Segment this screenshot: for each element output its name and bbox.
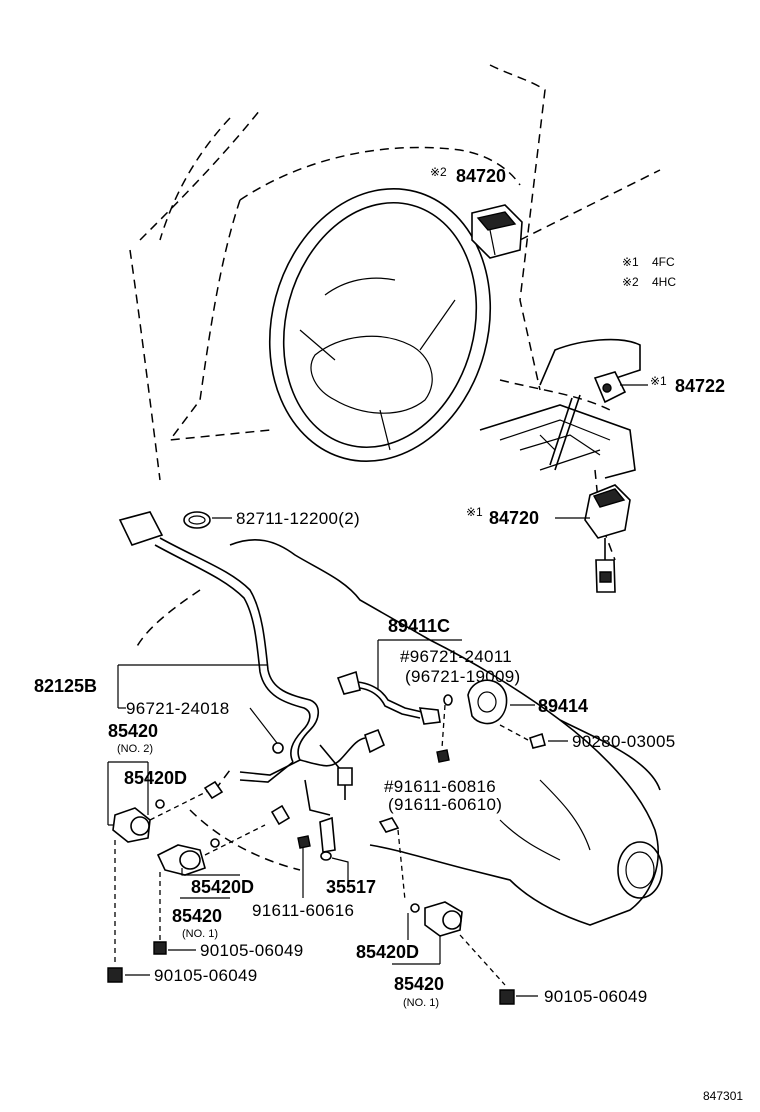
- part-label-35517: 35517: [326, 877, 376, 897]
- note-2-mark: ※2: [622, 275, 639, 289]
- part-sub-85420-no1-right: (NO. 1): [403, 997, 439, 1009]
- part-label-96721-24018: 96721-24018: [126, 699, 230, 718]
- note-2-text: 4HC: [652, 275, 676, 289]
- part-label-85420d-a: 85420D: [124, 768, 187, 788]
- leader-85420-a-dash: [149, 789, 211, 821]
- diagram-id: 847301: [703, 1089, 743, 1103]
- leader-85420-c-dash: [397, 829, 406, 901]
- part-label-84722: 84722: [675, 376, 725, 396]
- leader-85420d-b: [181, 868, 240, 876]
- wire-harness-82125b: [118, 511, 386, 816]
- leader-35517: [331, 857, 349, 880]
- bracket-35517: [319, 816, 336, 861]
- pin-90280: [529, 732, 546, 749]
- part-label-91611-60816: #91611-60816: [384, 777, 496, 796]
- note-1-mark: ※1: [622, 255, 639, 269]
- steering-wheel: [268, 188, 492, 462]
- leader-90280-a: [499, 724, 529, 741]
- leader-91611-60816: [441, 704, 446, 749]
- part-label-85420-no2: 85420: [108, 721, 158, 741]
- sensor-85420-no1-right: [410, 901, 463, 937]
- part-label-91611-60610: (91611-60610): [388, 795, 502, 814]
- part-label-96721-19009: (96721-19009): [405, 667, 520, 686]
- note-mark-2: ※2: [430, 165, 447, 179]
- part-label-84720-top: 84720: [456, 166, 506, 186]
- center-console: [479, 338, 641, 479]
- part-label-90280: 90280-03005: [572, 732, 676, 751]
- note-mark-84720-mid: ※1: [466, 505, 483, 519]
- part-label-84720-mid: 84720: [489, 508, 539, 528]
- switch-84720-top: [471, 204, 523, 259]
- part-label-96721-24011: #96721-24011: [400, 647, 512, 666]
- grommet-b: [270, 804, 291, 826]
- bolt-90105-c: [499, 989, 515, 1005]
- sensor-89414: [467, 679, 508, 725]
- part-label-85420-no1-left: 85420: [172, 906, 222, 926]
- part-label-85420d-c: 85420D: [356, 942, 419, 962]
- note-1-text: 4FC: [652, 255, 675, 269]
- part-label-90105-b: 90105-06049: [154, 966, 258, 985]
- part-label-82711: 82711-12200(2): [236, 509, 360, 528]
- part-label-85420d-b: 85420D: [191, 877, 254, 897]
- bolt-90105-a: [153, 941, 167, 955]
- sensor-85420-no1-left: [156, 838, 220, 876]
- part-label-89411c: 89411C: [388, 616, 450, 636]
- grommet-c: [378, 817, 400, 833]
- bolt-90105-b: [107, 967, 123, 983]
- grommet-a: [203, 780, 224, 800]
- bolt-91611-60616: [297, 835, 311, 849]
- dashboard-outline: [129, 64, 661, 561]
- leader-96721-24018: [249, 707, 278, 744]
- leader-85420-b-dash: [204, 824, 266, 856]
- part-label-91611-60616: 91611-60616: [252, 901, 354, 920]
- part-label-90105-c: 90105-06049: [544, 987, 648, 1006]
- part-label-85420-no1-right: 85420: [394, 974, 444, 994]
- note-mark-84722: ※1: [650, 374, 667, 388]
- part-label-90105-a: 90105-06049: [200, 941, 304, 960]
- sensor-89411c: [336, 670, 453, 725]
- transfer-case-outline: [134, 539, 663, 926]
- bolt-91611-60816: [436, 749, 450, 763]
- leader-90105-c-dash: [459, 934, 506, 986]
- switch-84720-mid: [584, 484, 631, 593]
- sensor-85420-no2: [112, 799, 165, 843]
- part-sub-85420-no2: (NO. 2): [117, 743, 153, 755]
- grommet-96721-24018: [272, 742, 284, 754]
- part-label-89414: 89414: [538, 696, 588, 716]
- clamp-82711: [183, 511, 211, 529]
- part-sub-85420-no1-left: (NO. 1): [182, 928, 218, 940]
- switch-84722: [539, 371, 627, 471]
- part-label-82125b: 82125B: [34, 676, 97, 696]
